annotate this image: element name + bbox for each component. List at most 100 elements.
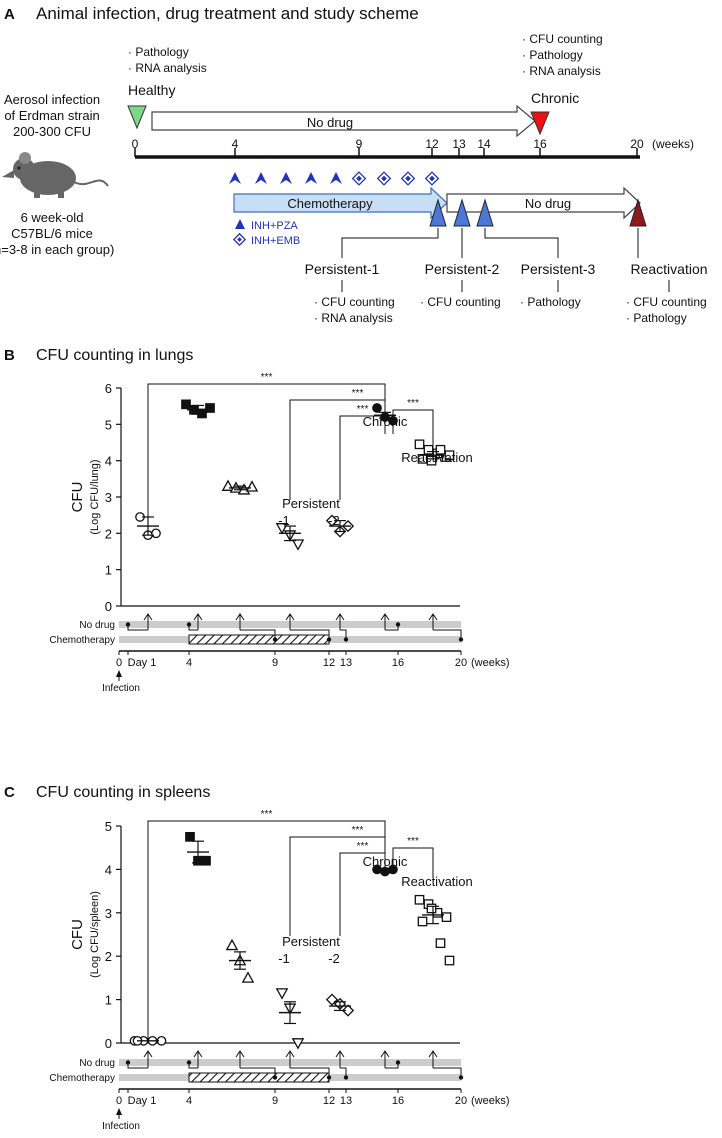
group-bullet: · CFU counting — [626, 295, 707, 309]
y-tick-label: 4 — [105, 862, 112, 877]
data-point — [225, 938, 239, 951]
infection-arrow-icon — [116, 1108, 122, 1115]
data-point — [444, 955, 455, 966]
no-drug-arrow-2 — [446, 186, 641, 220]
group-bullet: · Pathology — [626, 311, 687, 325]
persistent-3-marker-icon — [476, 198, 494, 227]
schedule-tick-label: 12 — [323, 1095, 335, 1107]
group-label: Reactivation — [401, 450, 473, 465]
data-point — [372, 403, 382, 413]
group-label: Persistent-2 — [425, 261, 500, 277]
chronic-bullet: · CFU counting — [522, 32, 603, 46]
link-dot — [125, 622, 131, 627]
data-point — [341, 1004, 355, 1017]
no-drug-label-2: No drug — [525, 196, 571, 211]
group-label: Reactivation — [401, 874, 473, 889]
schedule-tick-label: 9 — [272, 657, 278, 669]
persistent-2-marker-icon — [453, 198, 471, 227]
link-line — [290, 1067, 330, 1078]
link-dot — [272, 637, 278, 642]
data-point — [417, 916, 428, 927]
significance-label: *** — [261, 372, 273, 383]
link-line — [433, 629, 462, 640]
data-point — [275, 988, 289, 1000]
group-label: -1 — [278, 513, 290, 528]
chart-title: CFU counting in lungs — [36, 347, 193, 364]
mouse-icon — [2, 152, 109, 198]
y-tick-label: 2 — [105, 526, 112, 541]
infection-arrow-icon — [116, 670, 122, 677]
data-point — [414, 894, 425, 905]
timeline-tick-label: 20 — [630, 137, 644, 151]
connector — [484, 228, 559, 258]
inh-emb-icon — [351, 171, 367, 186]
significance-label: *** — [357, 841, 369, 852]
y-axis-sublabel: (Log CFU/spleen) — [89, 891, 101, 978]
y-tick-label: 5 — [105, 417, 112, 432]
y-axis-label: CFU — [69, 482, 86, 513]
schedule-label: No drug — [79, 620, 115, 631]
significance-label: *** — [407, 836, 419, 847]
data-point — [201, 855, 211, 866]
inh-emb-icon — [376, 171, 392, 186]
data-point — [444, 450, 455, 461]
y-tick-label: 1 — [105, 993, 112, 1008]
schedule-tick-label: 4 — [186, 657, 192, 669]
significance-label: *** — [261, 809, 273, 820]
timeline-tick-label: 0 — [132, 137, 139, 151]
link-dot — [395, 622, 401, 627]
legend-inh-pza: INH+PZA — [251, 220, 298, 232]
group-label: Persistent-3 — [521, 261, 596, 277]
significance-bracket — [392, 409, 434, 452]
inh-emb-icon — [424, 171, 440, 186]
chart-title: CFU counting in spleens — [36, 784, 210, 801]
significance-bracket — [289, 836, 386, 936]
y-axis-sublabel: (Log CFU/lung) — [89, 459, 101, 534]
inh-pza-icon — [330, 172, 342, 184]
data-point — [245, 480, 259, 492]
y-tick-label: 4 — [105, 454, 112, 469]
y-tick-label: 5 — [105, 819, 112, 834]
chemo-treatment-block — [188, 1072, 330, 1083]
infection-label: Infection — [102, 1121, 140, 1132]
group-label: Persistent — [282, 934, 340, 949]
significance-label: *** — [352, 825, 364, 836]
link-dot — [343, 637, 349, 642]
link-dot — [326, 1075, 332, 1080]
data-point — [151, 528, 161, 539]
inh-emb-icon — [232, 232, 247, 247]
y-tick-label: 0 — [105, 599, 112, 614]
group-label: -1 — [278, 951, 290, 966]
data-point — [181, 399, 191, 410]
link-dot — [125, 1060, 131, 1065]
panel-c: C CFU counting in spleens 012345CFU(Log … — [4, 784, 510, 1132]
infection-line: 200-300 CFU — [13, 124, 91, 139]
group-bullet: · CFU counting — [314, 295, 395, 309]
link-dot — [458, 1075, 464, 1080]
inh-emb-icon — [429, 175, 435, 182]
healthy-bullet: · Pathology — [128, 45, 189, 59]
infection-line: of Erdman strain — [4, 108, 99, 123]
y-tick-label: 2 — [105, 949, 112, 964]
healthy-bullet: · RNA analysis — [128, 61, 207, 75]
schedule-tick-label: 13 — [340, 657, 352, 669]
inh-pza-icon — [235, 219, 245, 229]
schedule-tick-label: 16 — [392, 657, 404, 669]
link-dot — [343, 1075, 349, 1080]
group-bullet: · RNA analysis — [314, 311, 393, 325]
significance-label: *** — [407, 398, 419, 409]
no-drug-label: No drug — [307, 115, 353, 130]
schedule-tick-label: 20 — [455, 1095, 467, 1107]
schedule-label: Chemotherapy — [49, 635, 115, 646]
link-line — [240, 1067, 276, 1078]
group-label: Reactivation — [630, 261, 707, 277]
panel-title: Animal infection, drug treatment and stu… — [36, 4, 419, 23]
link-dot — [395, 1060, 401, 1065]
chronic-marker-icon — [530, 111, 550, 136]
chemotherapy-label: Chemotherapy — [287, 196, 373, 211]
schedule-label: No drug — [79, 1058, 115, 1069]
mice-line: C57BL/6 mice — [11, 226, 93, 241]
infection-line: Aerosol infection — [4, 92, 100, 107]
schedule-tick-label: 0 — [116, 657, 122, 669]
schedule-tick-label: Day 1 — [128, 657, 157, 669]
